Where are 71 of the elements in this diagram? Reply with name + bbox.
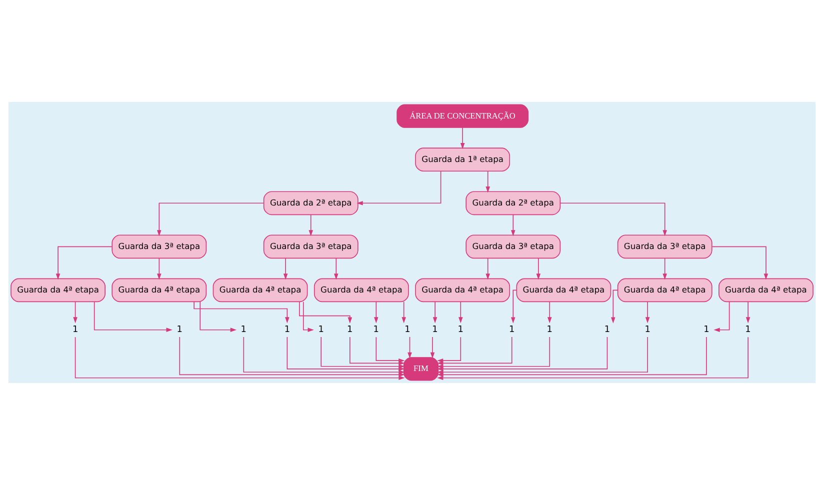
arrow	[299, 300, 352, 323]
node-text: 1	[373, 324, 380, 334]
arrow	[94, 300, 172, 332]
arrow	[560, 202, 667, 236]
node-box: Guarda da 4ª etapa	[212, 278, 308, 302]
arrow	[356, 170, 442, 205]
arrow	[547, 300, 552, 323]
node-text: 1	[604, 324, 610, 334]
arrow	[712, 246, 768, 280]
arrow	[157, 257, 162, 280]
arrow	[458, 300, 463, 323]
node-text: 1	[72, 324, 78, 334]
node-text: 1	[704, 324, 710, 334]
arrow	[308, 214, 314, 236]
arrow	[430, 336, 435, 358]
arrow	[662, 257, 667, 280]
arrow	[402, 300, 406, 323]
arrow	[179, 336, 405, 376]
arrow	[56, 246, 112, 280]
node-box: Guarda da 4ª etapa	[516, 278, 612, 302]
node-box: Guarda da 2ª etapa	[263, 190, 358, 215]
arrow	[486, 170, 490, 192]
arrow	[73, 300, 78, 323]
arrow	[374, 300, 378, 323]
arrow	[350, 336, 405, 365]
arrow	[243, 336, 405, 374]
arrow	[432, 300, 438, 323]
node-text: 1	[644, 324, 650, 334]
node-box: Guarda da 3ª etapa	[263, 234, 358, 258]
node-text: 1	[347, 324, 353, 334]
arrow	[714, 300, 730, 332]
node-text: 1	[284, 324, 290, 334]
arrow	[510, 289, 518, 323]
node-text: 1	[458, 324, 464, 334]
node-box: Guarda da 3ª etapa	[617, 234, 712, 258]
node-text: 1	[404, 324, 410, 334]
arrow	[320, 336, 405, 368]
node-box: Guarda da 4ª etapa	[415, 278, 510, 302]
node-box: Guarda da 4ª etapa	[10, 278, 106, 302]
arrow	[510, 214, 516, 236]
arrow	[194, 300, 290, 323]
node-box: Guarda da 4ª etapa	[112, 278, 207, 302]
node-box: Guarda da 1ª etapa	[415, 147, 510, 172]
arrow	[611, 289, 618, 323]
node-box: Guarda da 3ª etapa	[466, 234, 561, 258]
node-box: Guarda da 2ª etapa	[466, 190, 561, 215]
arrow	[200, 300, 237, 332]
node-text: 1	[745, 324, 751, 334]
node-box: Guarda da 4ª etapa	[314, 278, 409, 302]
arrow	[157, 202, 264, 236]
node-text: 1	[509, 324, 515, 334]
arrow	[283, 257, 288, 280]
arrow	[376, 336, 405, 362]
node-box: Guarda da 3ª etapa	[112, 234, 207, 258]
node-text: 1	[176, 324, 182, 334]
node-text: 1	[318, 324, 324, 334]
arrow	[536, 257, 541, 280]
node-text: 1	[240, 324, 247, 334]
arrow	[334, 257, 338, 280]
arrow	[302, 300, 314, 332]
arrow	[286, 336, 405, 371]
arrow	[460, 126, 465, 149]
arrow	[408, 336, 412, 358]
arrow	[486, 257, 490, 280]
node-text: 1	[432, 324, 438, 334]
node-box: Guarda da 4ª etapa	[617, 278, 712, 302]
arrow	[645, 300, 650, 323]
arrow	[74, 336, 405, 380]
node-box: Guarda da 4ª etapa	[718, 278, 814, 302]
node-text: 1	[546, 324, 552, 334]
arrow	[746, 300, 750, 323]
